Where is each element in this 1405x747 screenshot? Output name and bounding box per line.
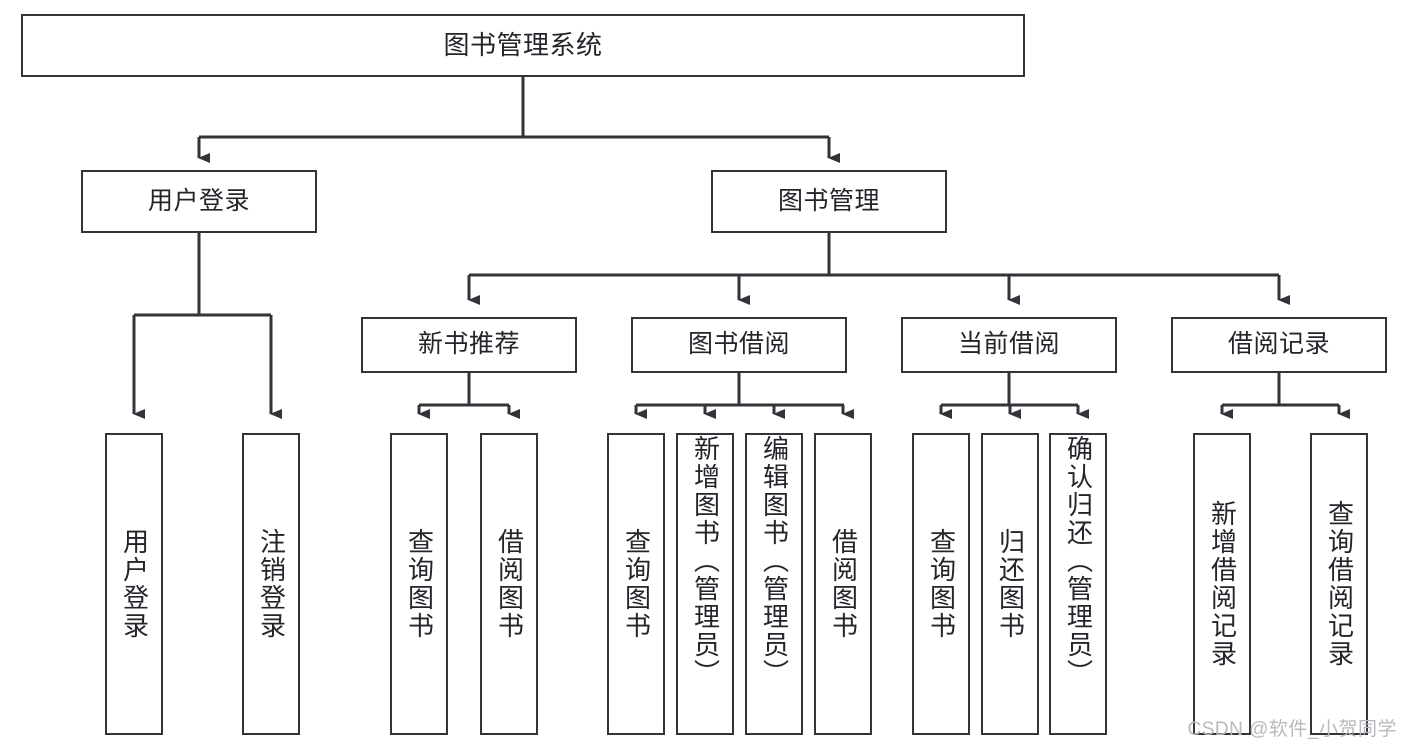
node-leaf-edit-book-label: 编辑图书（管理员） <box>759 435 790 687</box>
node-leaf-query-book-3-label: 查询图书 <box>926 528 957 640</box>
node-leaf-query-book-1-label: 查询图书 <box>404 528 435 640</box>
node-user-login[interactable]: 用户登录 <box>81 170 317 233</box>
node-leaf-borrow-book-1[interactable]: 借阅图书 <box>480 433 538 735</box>
node-leaf-query-book-3[interactable]: 查询图书 <box>912 433 970 735</box>
node-leaf-confirm-return[interactable]: 确认归还（管理员） <box>1049 433 1107 735</box>
node-leaf-query-record[interactable]: 查询借阅记录 <box>1310 433 1368 735</box>
node-leaf-query-book-2-label: 查询图书 <box>621 528 652 640</box>
node-borrow-record[interactable]: 借阅记录 <box>1171 317 1387 373</box>
node-leaf-query-record-label: 查询借阅记录 <box>1324 500 1355 668</box>
node-current-borrow-label: 当前借阅 <box>957 330 1060 359</box>
node-leaf-borrow-book-1-label: 借阅图书 <box>494 528 525 640</box>
node-leaf-add-record[interactable]: 新增借阅记录 <box>1193 433 1251 735</box>
node-leaf-query-book-1[interactable]: 查询图书 <box>390 433 448 735</box>
node-leaf-borrow-book-2[interactable]: 借阅图书 <box>814 433 872 735</box>
watermark-text: CSDN @软件_小贺同学 <box>1187 719 1397 740</box>
node-book-borrow[interactable]: 图书借阅 <box>631 317 847 373</box>
node-new-book-recommend-label: 新书推荐 <box>417 330 520 359</box>
node-root-label: 图书管理系统 <box>443 30 603 61</box>
node-book-manage[interactable]: 图书管理 <box>711 170 947 233</box>
node-new-book-recommend[interactable]: 新书推荐 <box>361 317 577 373</box>
node-leaf-user-login[interactable]: 用户登录 <box>105 433 163 735</box>
node-leaf-borrow-book-2-label: 借阅图书 <box>828 528 859 640</box>
node-book-borrow-label: 图书借阅 <box>687 330 790 359</box>
node-leaf-add-record-label: 新增借阅记录 <box>1207 500 1238 668</box>
node-leaf-query-book-2[interactable]: 查询图书 <box>607 433 665 735</box>
node-leaf-logout[interactable]: 注销登录 <box>242 433 300 735</box>
node-leaf-edit-book[interactable]: 编辑图书（管理员） <box>745 433 803 735</box>
node-leaf-return-book-label: 归还图书 <box>995 528 1026 640</box>
node-user-login-label: 用户登录 <box>147 186 250 215</box>
node-book-manage-label: 图书管理 <box>777 186 880 215</box>
node-root[interactable]: 图书管理系统 <box>21 14 1025 77</box>
node-borrow-record-label: 借阅记录 <box>1227 330 1330 359</box>
node-current-borrow[interactable]: 当前借阅 <box>901 317 1117 373</box>
node-leaf-logout-label: 注销登录 <box>256 528 287 640</box>
node-leaf-add-book[interactable]: 新增图书（管理员） <box>676 433 734 735</box>
node-leaf-user-login-label: 用户登录 <box>119 528 150 640</box>
node-leaf-confirm-return-label: 确认归还（管理员） <box>1063 435 1094 687</box>
node-leaf-return-book[interactable]: 归还图书 <box>981 433 1039 735</box>
node-leaf-add-book-label: 新增图书（管理员） <box>690 435 721 687</box>
